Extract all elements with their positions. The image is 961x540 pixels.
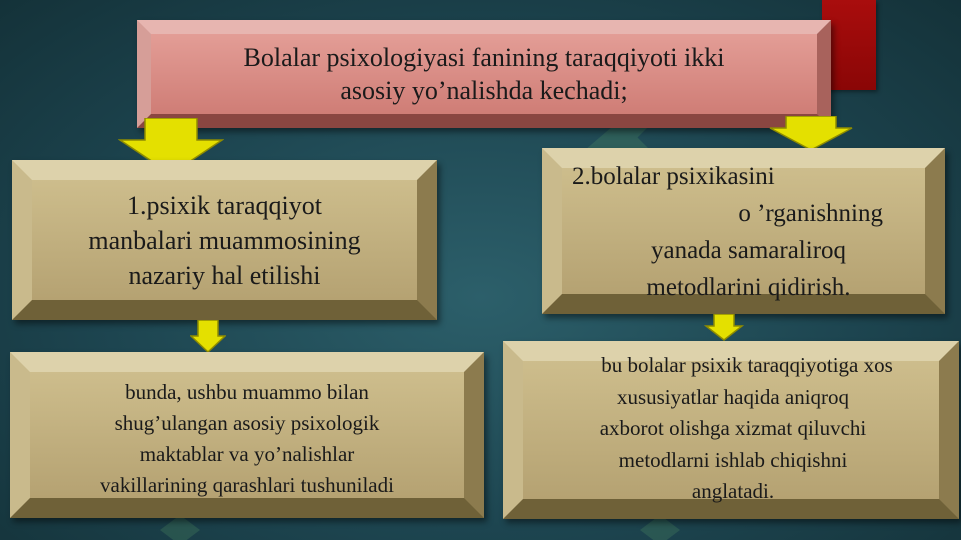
right-bottom-line-4: metodlarni ishlab chiqishni	[618, 447, 848, 472]
right-top-box	[542, 148, 945, 314]
left-bottom-line-4: vakillarining qarashlari tushuniladi	[100, 473, 394, 497]
right-top-line-2: o ’rganishning	[738, 200, 883, 227]
right-top-line-4: metodlarini qidirish.	[646, 274, 851, 301]
right-bottom-text: bu bolalar psixik taraqqiyotiga xos xusu…	[513, 350, 953, 514]
right-top-text: 2.bolalar psixikasini o ’rganishning yan…	[556, 156, 941, 308]
left-top-line-1: 1.psixik taraqqiyot	[127, 190, 322, 220]
right-bottom-line-3: axborot olishga xizmat qiluvchi	[599, 416, 867, 440]
left-bottom-line-3: maktablar va yo’nalishlar	[139, 442, 355, 466]
right-bottom-line-2: xususiyatlar haqida aniqroq	[616, 384, 850, 409]
right-top-line-1: 2.bolalar psixikasini	[572, 163, 775, 190]
title-text: Bolalar psixologiyasi fanining taraqqiyo…	[137, 20, 831, 128]
title-line-1: Bolalar psixologiyasi fanining taraqqiyo…	[243, 43, 725, 72]
right-bottom-line-5: anglatadi.	[691, 479, 775, 503]
right-bottom-line-1: bu bolalar psixik taraqqiyotiga xos	[601, 353, 893, 377]
title-box	[137, 20, 831, 128]
right-top-line-3: yanada samaraliroq	[650, 237, 847, 264]
right-bottom-box	[503, 341, 959, 519]
title-line-2: asosiy yo’nalishda kechadi;	[340, 76, 628, 105]
left-bottom-text: bunda, ushbu muammo bilan shug’ulangan a…	[30, 368, 464, 510]
arrow-down-left-top	[118, 118, 224, 175]
left-bottom-line-1: bunda, ushbu muammo bilan	[125, 380, 369, 404]
left-bottom-line-2: shug’ulangan asosiy psixologik	[114, 411, 380, 435]
arrow-down-right-top	[769, 116, 853, 151]
left-top-text: 1.psixik taraqqiyot manbalari muammosini…	[32, 180, 417, 300]
arrow-down-right-bottom	[704, 314, 744, 341]
left-top-box	[12, 160, 437, 320]
arrow-down-left-bottom	[190, 320, 226, 354]
accent-red-block	[822, 0, 876, 90]
left-top-line-3: nazariy hal etilishi	[128, 260, 321, 290]
left-bottom-box	[10, 352, 484, 518]
left-top-line-2: manbalari muammosining	[88, 225, 361, 255]
